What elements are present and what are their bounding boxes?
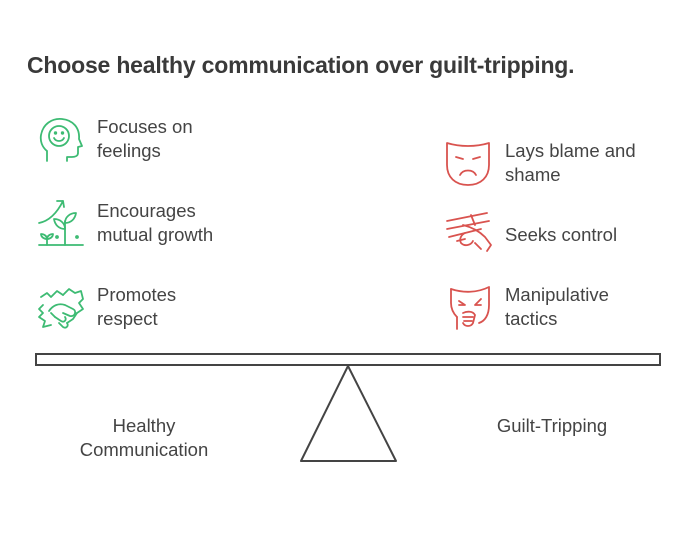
scheming-mask-icon: [450, 286, 490, 330]
healthy-label-line1: Healthy: [112, 415, 176, 436]
growing-plant-icon: [38, 200, 84, 246]
healthy-item-respect-line1: Promotes: [97, 284, 177, 305]
scale-beam: [35, 353, 661, 366]
puppet-hand-icon: [446, 212, 492, 252]
handshake-icon: [38, 288, 84, 329]
healthy-item-feelings-line2: feelings: [97, 140, 161, 161]
healthy-item-feelings-line1: Focuses on: [97, 116, 193, 137]
healthy-item-growth-line1: Encourages: [97, 200, 196, 221]
guilt-item-tactics-line2: tactics: [505, 308, 558, 329]
sad-mask-icon: [446, 142, 490, 186]
healthy-item-growth-line2: mutual growth: [97, 224, 214, 245]
smiling-head-icon: [39, 118, 83, 162]
healthy-item-respect-line2: respect: [97, 308, 158, 329]
guilt-label-line1: Guilt-Tripping: [496, 415, 608, 436]
guilt-item-tactics-line1: Manipulative: [505, 284, 609, 305]
healthy-communication-label: Healthy Communication: [54, 414, 234, 462]
healthy-label-line2: Communication: [79, 439, 209, 460]
guilt-item-blame-line1: Lays blame and: [505, 140, 636, 161]
scale-fulcrum: [300, 365, 397, 462]
page-title: Choose healthy communication over guilt-…: [27, 52, 575, 78]
guilt-tripping-label: Guilt-Tripping: [467, 414, 637, 438]
guilt-item-control-line1: Seeks control: [505, 224, 618, 245]
guilt-item-blame-line2: shame: [505, 164, 561, 185]
